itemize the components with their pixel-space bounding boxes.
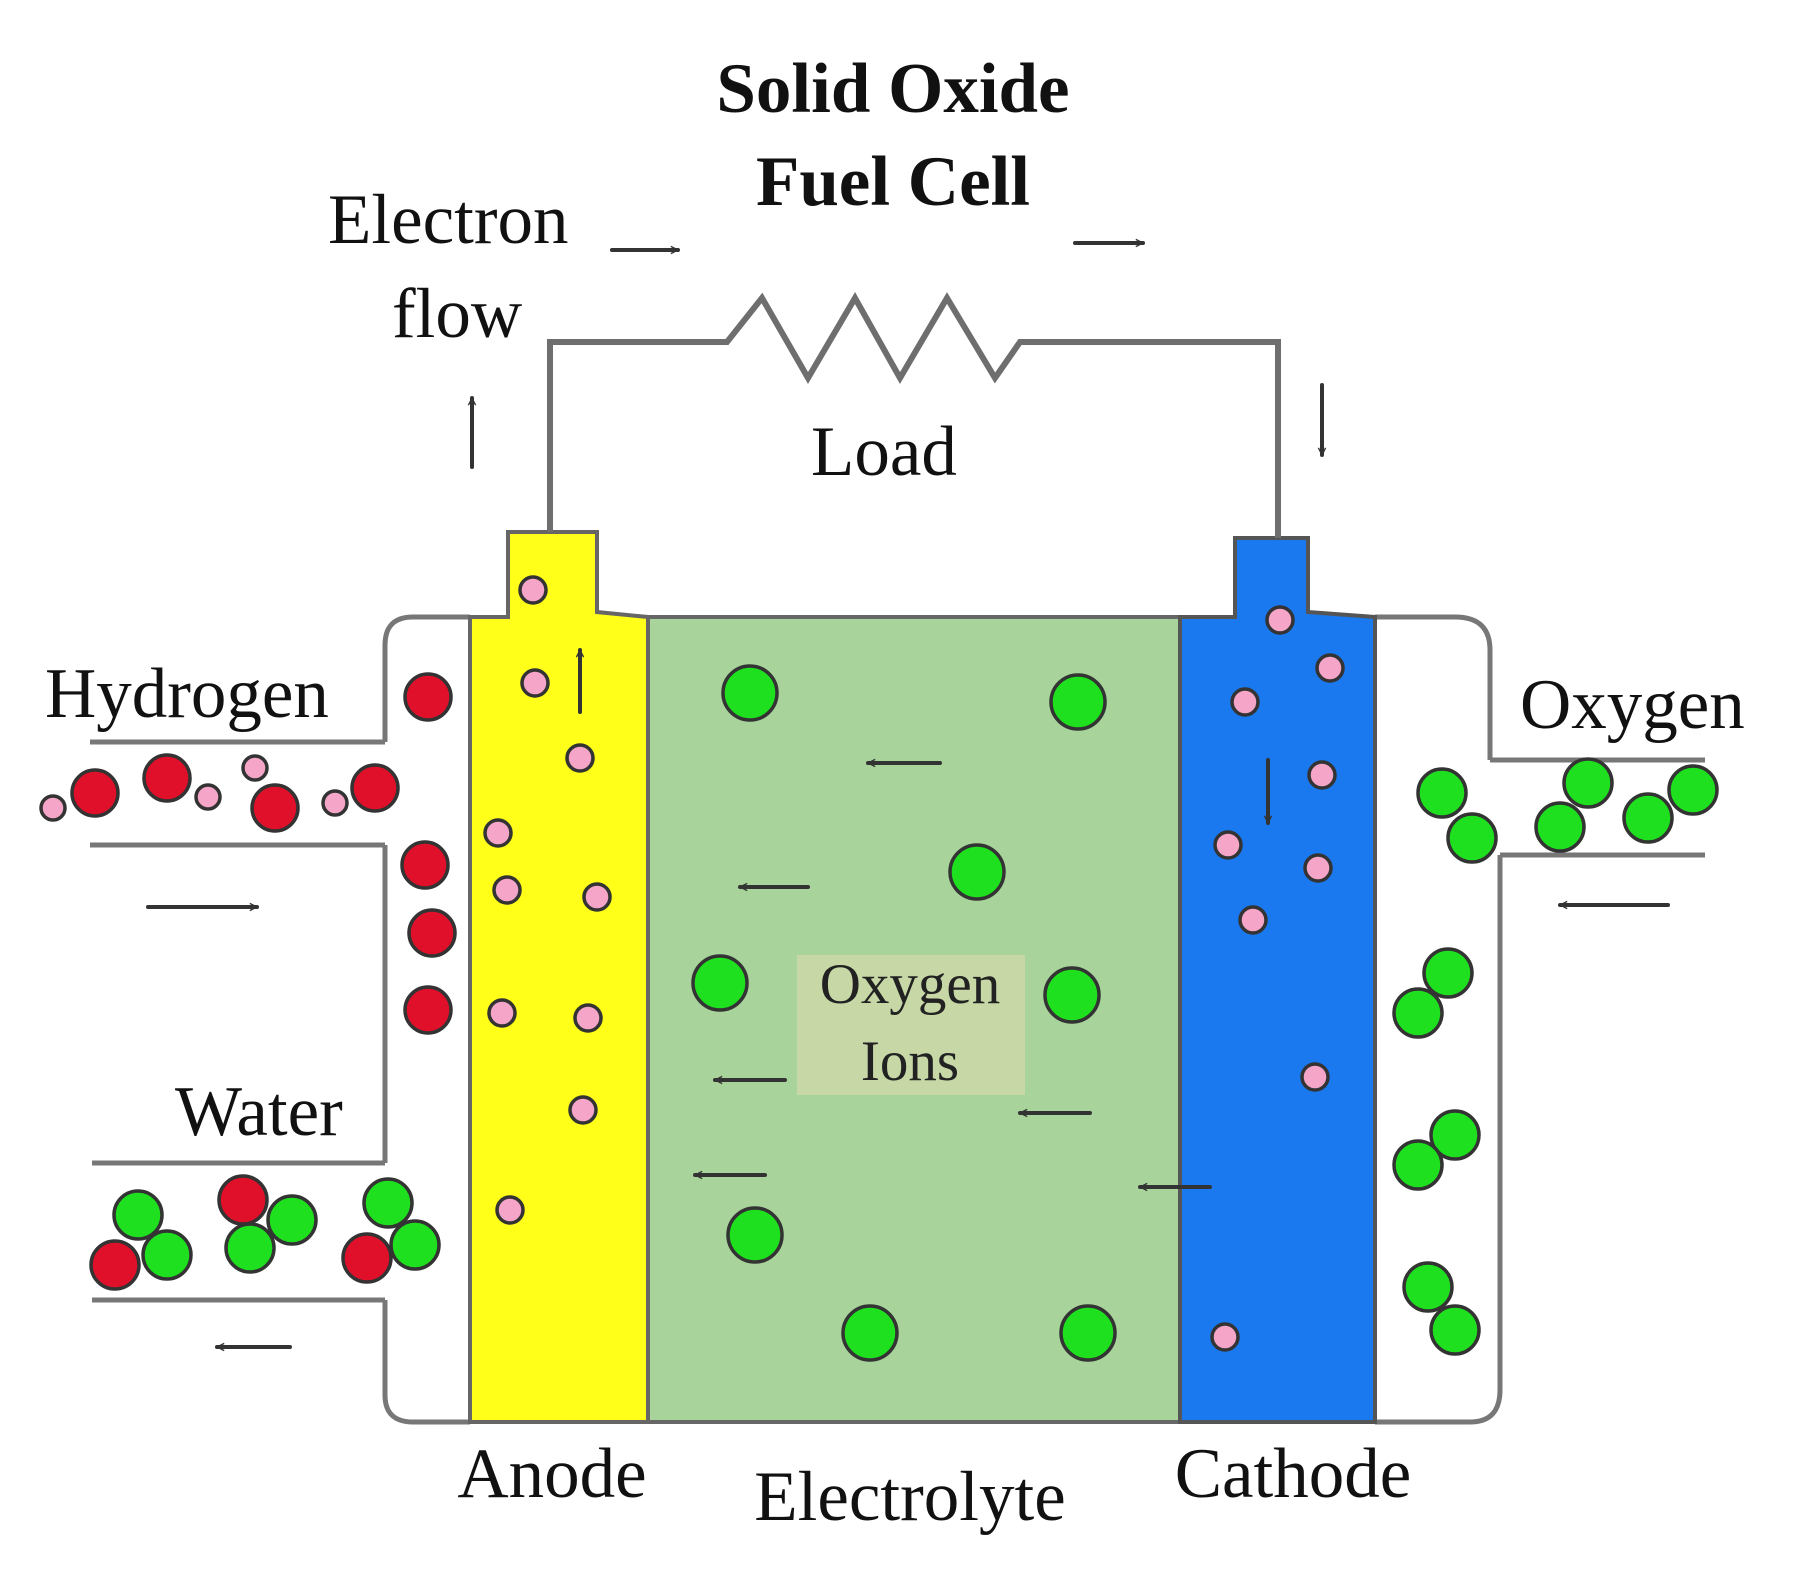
- water-molecule: [217, 1174, 318, 1274]
- electrolyte-label: Electrolyte: [754, 1458, 1065, 1536]
- electron: [194, 783, 222, 811]
- hydrogen-atom: [89, 1239, 141, 1291]
- title-line-2: Fuel Cell: [756, 143, 1030, 221]
- hydrogen-atom: [403, 672, 453, 722]
- cathode-layer: [1178, 536, 1377, 1424]
- oxygen-ion: [841, 1304, 899, 1362]
- hydrogen-atom: [250, 783, 300, 833]
- oxygen-atom: [266, 1194, 318, 1246]
- electron: [241, 754, 269, 782]
- hydrogen-atom: [350, 763, 400, 813]
- oxygen-ions: [691, 664, 1117, 1362]
- electron: [573, 1003, 603, 1033]
- oxygen-atom: [1429, 1304, 1481, 1356]
- oxygen-molecules: [1392, 757, 1719, 1356]
- arrows: [146, 243, 1670, 1347]
- oxygen-atom: [1667, 764, 1719, 816]
- hydrogen-atoms: [70, 672, 457, 1035]
- oxygen-ion: [726, 1206, 784, 1264]
- electron: [492, 875, 522, 905]
- electron: [487, 998, 517, 1028]
- hydrogen-atom: [403, 985, 453, 1035]
- oxygen-atom: [389, 1219, 441, 1271]
- hydrogen-atom: [70, 768, 120, 818]
- electrons: [39, 575, 1345, 1352]
- electron: [321, 789, 349, 817]
- hydrogen-atom: [341, 1232, 393, 1284]
- oxygen-atom: [1429, 1109, 1481, 1161]
- hydrogen-atom: [142, 753, 192, 803]
- water-molecule: [341, 1177, 441, 1284]
- electron: [1210, 1322, 1240, 1352]
- oxygen-ion: [948, 843, 1006, 901]
- anode-label: Anode: [457, 1435, 646, 1513]
- oxygen-ion: [1049, 673, 1107, 731]
- oxygen-atom: [1534, 801, 1586, 853]
- circuit-wire: [547, 291, 1281, 538]
- electron: [518, 575, 548, 605]
- electron: [1230, 687, 1260, 717]
- oxygen-ions-label-line-2: Ions: [861, 1030, 959, 1093]
- housing-left-wall-low: [382, 1300, 470, 1425]
- oxygen-atom: [112, 1189, 164, 1241]
- oxygen-atom: [362, 1177, 414, 1229]
- hydrogen-atom: [217, 1174, 269, 1226]
- oxygen-atom: [1402, 1261, 1454, 1313]
- oxygen-label: Oxygen: [1520, 666, 1745, 744]
- oxygen-ions-label-line-1: Oxygen: [820, 953, 1000, 1016]
- load-label: Load: [811, 413, 957, 491]
- hydrogen-atom: [407, 908, 457, 958]
- electron: [483, 818, 513, 848]
- electron-flow-label-line-1: Electron: [328, 181, 569, 259]
- oxygen-atom: [1422, 947, 1474, 999]
- electron-flow-label-line-2: flow: [392, 275, 522, 353]
- hydrogen-label: Hydrogen: [45, 655, 329, 733]
- electron: [495, 1195, 525, 1225]
- electron: [1213, 830, 1243, 860]
- water-molecule: [89, 1189, 193, 1291]
- water-label: Water: [175, 1073, 343, 1151]
- oxygen-atom: [1416, 767, 1468, 819]
- electron: [1315, 653, 1345, 683]
- hydrogen-atom: [400, 840, 450, 890]
- oxygen-ion: [721, 664, 779, 722]
- oxygen-ion: [1059, 1304, 1117, 1362]
- oxygen-atom: [141, 1229, 193, 1281]
- water-molecules: [89, 1174, 441, 1291]
- oxygen-ions-label-bg: [797, 955, 1025, 1095]
- electron: [1238, 905, 1268, 935]
- oxygen-atom: [1392, 987, 1444, 1039]
- electron: [568, 1095, 598, 1125]
- oxygen-atom: [1392, 1139, 1444, 1191]
- title-line-1: Solid Oxide: [716, 50, 1069, 128]
- anode-layer: [468, 530, 650, 1424]
- electron: [1303, 853, 1333, 883]
- electron: [520, 668, 550, 698]
- electron: [582, 882, 612, 912]
- oxygen-atom: [224, 1222, 276, 1274]
- electron: [1265, 605, 1295, 635]
- oxygen-atom: [1446, 812, 1498, 864]
- cathode-label: Cathode: [1175, 1435, 1412, 1513]
- electron: [565, 743, 595, 773]
- electron: [39, 794, 67, 822]
- oxygen-ion: [691, 954, 749, 1012]
- oxygen-ion: [1043, 966, 1101, 1024]
- housing-right-wall: [1375, 614, 1493, 760]
- housing: [90, 614, 1705, 1425]
- housing-right-wall-low: [1375, 855, 1503, 1425]
- electron: [1307, 760, 1337, 790]
- housing-left-wall: [382, 614, 470, 742]
- oxygen-atom: [1562, 757, 1614, 809]
- electron: [1300, 1062, 1330, 1092]
- oxygen-atom: [1622, 792, 1674, 844]
